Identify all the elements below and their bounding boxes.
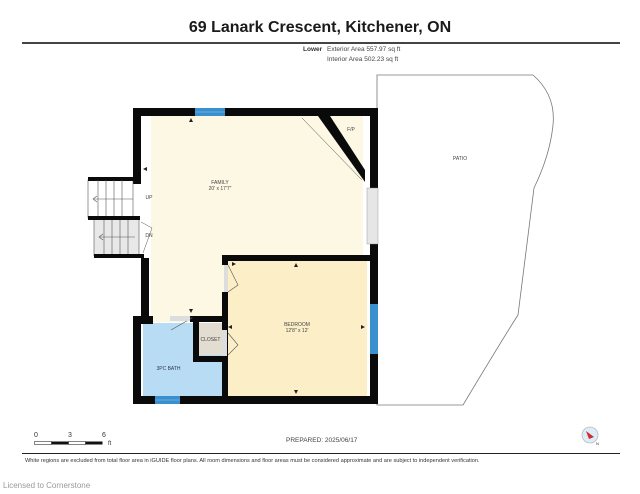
bedroom-room xyxy=(226,260,367,396)
family-room xyxy=(141,116,363,322)
bedroom-door-swing xyxy=(227,264,239,293)
fireplace-wall xyxy=(318,116,365,182)
stairs-down xyxy=(88,216,144,258)
north-compass-icon: N xyxy=(581,426,599,446)
closet-door-swing xyxy=(227,332,239,356)
stairs-down-label: DN xyxy=(145,233,153,239)
bedroom-label: BEDROOM 12'8" x 12' xyxy=(267,322,327,334)
patio-region xyxy=(376,74,554,406)
window-bedroom-right xyxy=(370,304,378,354)
page-title: 69 Lanark Crescent, Kitchener, ON xyxy=(188,19,452,36)
patio-door xyxy=(366,187,379,245)
disclaimer-text: White regions are excluded from total fl… xyxy=(25,458,480,464)
fireplace-area xyxy=(302,116,363,178)
bedroom-name: BEDROOM xyxy=(284,322,310,328)
walls xyxy=(133,108,378,404)
interior-area: Interior Area 502.23 sq ft xyxy=(327,56,399,63)
bedroom-dims: 12'8" x 12' xyxy=(285,328,309,334)
patio-label: PATIO xyxy=(452,156,468,162)
scale-unit: ft xyxy=(108,441,112,447)
closet-room xyxy=(199,323,222,355)
exterior-area: Exterior Area 557.97 sq ft xyxy=(327,46,401,53)
family-room-label: FAMILY 20' x 17'7" xyxy=(190,180,250,192)
scale-tick-6: 6 xyxy=(102,432,106,439)
stairs-up-label: UP xyxy=(145,195,153,201)
license-text: Licensed to Cornerstone xyxy=(3,481,91,490)
family-room-name: FAMILY xyxy=(211,180,229,186)
footer-divider xyxy=(22,453,620,454)
scale-tick-0: 0 xyxy=(34,432,38,439)
family-room-dims: 20' x 17'7" xyxy=(208,186,232,192)
floor-level-label: Lower xyxy=(303,46,323,53)
scale-bar-graphic xyxy=(34,441,103,445)
title-divider xyxy=(22,42,620,44)
bath-label: 3PC BATH xyxy=(156,366,181,372)
scale-tick-3: 3 xyxy=(68,432,72,439)
closet-label: CLOSET xyxy=(200,337,221,343)
stairs-up xyxy=(87,177,138,219)
prepared-date: PREPARED: 2025/06/17 xyxy=(286,437,358,444)
fireplace-label: F/P xyxy=(347,127,355,133)
scale-bar: 0 3 6 ft xyxy=(34,432,164,452)
svg-text:N: N xyxy=(596,441,599,446)
